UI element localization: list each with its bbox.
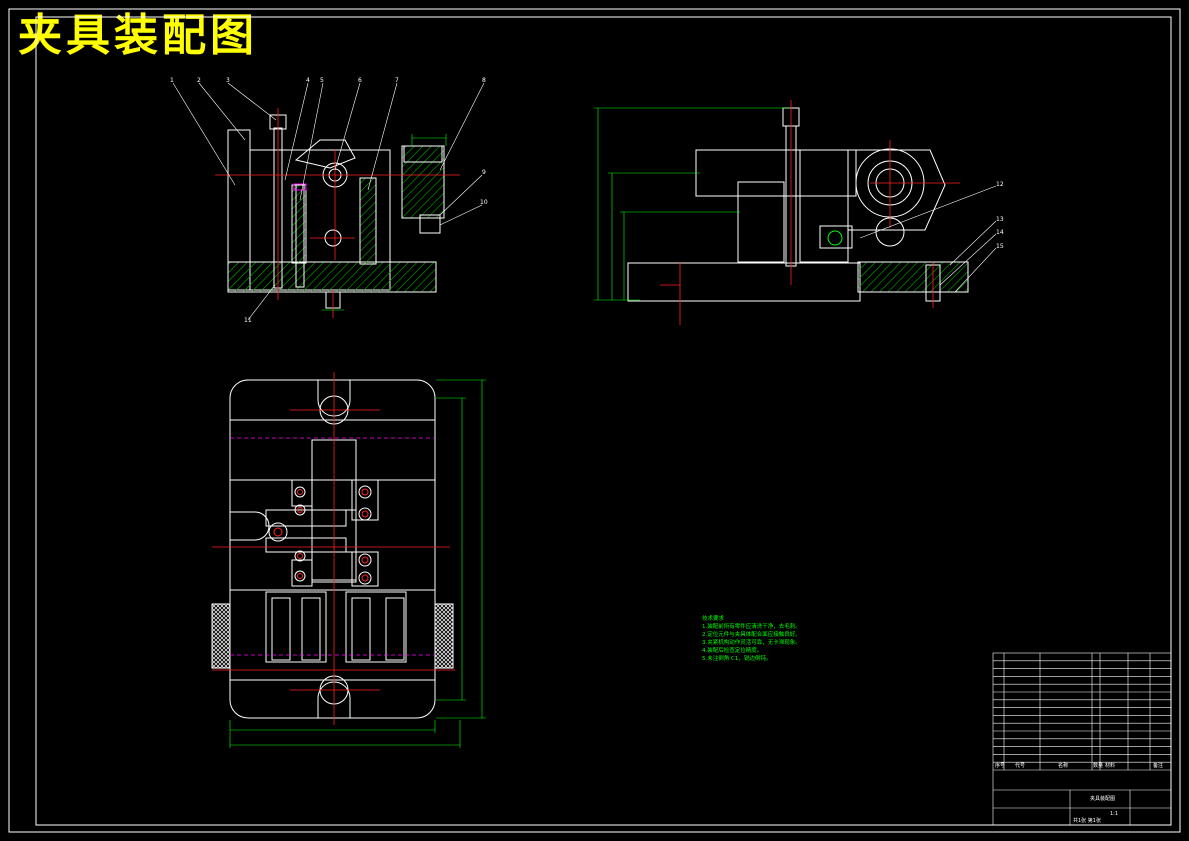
notes-heading: 技术要求 bbox=[702, 614, 725, 622]
balloon-5: 5 bbox=[320, 77, 324, 84]
balloon-7: 7 bbox=[395, 77, 399, 84]
drawing-scale: 1:1 bbox=[1110, 811, 1118, 817]
top-view-dimensions bbox=[229, 379, 486, 748]
side-view-leaders bbox=[859, 185, 997, 293]
top-view-hidden-lines bbox=[230, 437, 435, 656]
balloon-3: 3 bbox=[226, 77, 230, 84]
header-code: 代号 bbox=[1015, 762, 1025, 769]
balloon-8: 8 bbox=[482, 77, 486, 84]
drawing-title: 夹具装配图 bbox=[18, 10, 258, 61]
front-view-centerlines bbox=[215, 108, 460, 318]
balloon-6: 6 bbox=[358, 77, 362, 84]
balloon-13: 13 bbox=[996, 216, 1004, 223]
front-view-dimensions bbox=[322, 134, 447, 311]
balloon-15: 15 bbox=[996, 243, 1004, 250]
front-view bbox=[227, 114, 445, 309]
note-line-4: 4.装配后检查定位精度。 bbox=[702, 646, 762, 654]
header-index: 序号 bbox=[995, 762, 1005, 769]
note-line-1: 1.装配前所有零件应清洗干净，去毛刺。 bbox=[702, 622, 801, 630]
outer-border bbox=[8, 8, 1181, 833]
front-view-leaders bbox=[172, 82, 485, 321]
top-view bbox=[211, 379, 454, 719]
side-view-centerlines bbox=[660, 100, 960, 325]
inner-border bbox=[35, 16, 1172, 826]
top-view-holes bbox=[268, 485, 372, 585]
balloon-12: 12 bbox=[996, 181, 1004, 188]
balloon-1: 1 bbox=[170, 77, 174, 84]
balloon-11: 11 bbox=[244, 317, 252, 324]
balloon-4: 4 bbox=[306, 77, 310, 84]
balloon-2: 2 bbox=[197, 77, 201, 84]
header-material: 材料 bbox=[1105, 762, 1115, 769]
technical-notes: 技术要求 1.装配前所有零件应清洗干净，去毛刺。 2.定位元件与夹具体配合面应接… bbox=[702, 614, 801, 662]
side-view-balloons: 12 13 14 15 bbox=[996, 181, 1004, 250]
note-line-3: 3.夹紧机构动作灵活可靠，无卡滞现象。 bbox=[702, 638, 801, 646]
note-line-5: 5.未注倒角 C1，锐边倒钝。 bbox=[702, 654, 771, 662]
front-view-balloons: 1 2 3 4 5 6 7 8 9 10 11 bbox=[170, 77, 488, 324]
balloon-10: 10 bbox=[480, 199, 488, 206]
side-view-dimensions bbox=[594, 107, 790, 301]
top-view-centerlines bbox=[212, 372, 455, 725]
parts-list bbox=[992, 652, 1172, 826]
balloon-14: 14 bbox=[996, 229, 1004, 236]
sheet-count: 共1张 第1张 bbox=[1073, 817, 1101, 824]
parts-list-text: 序号 代号 名称 数量 材料 备注 夹具装配图 1:1 共1张 第1张 bbox=[995, 762, 1163, 824]
header-qty: 数量 bbox=[1093, 762, 1103, 769]
side-view bbox=[627, 107, 969, 302]
drawing-name: 夹具装配图 bbox=[1090, 795, 1115, 802]
header-remark: 备注 bbox=[1153, 762, 1163, 769]
balloon-9: 9 bbox=[482, 169, 486, 176]
note-line-2: 2.定位元件与夹具体配合面应接触良好。 bbox=[702, 630, 801, 638]
header-name: 名称 bbox=[1058, 762, 1068, 769]
